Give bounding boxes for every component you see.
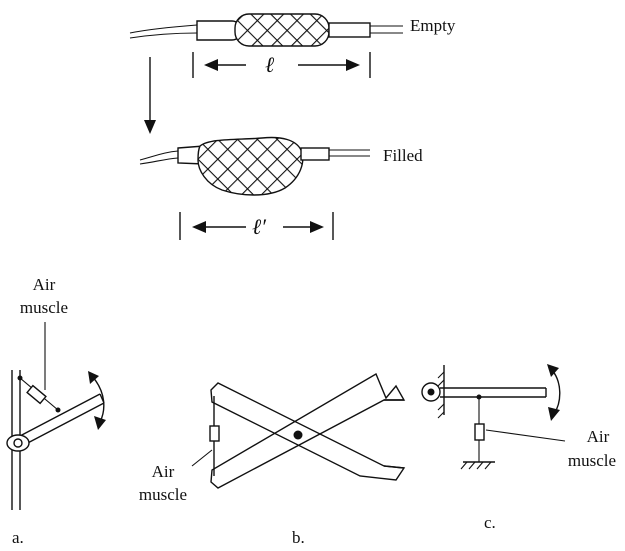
a-muscle-label-line2: muscle — [20, 298, 68, 317]
filled-muscle: Filled ℓ′ — [139, 136, 423, 240]
empty-left-wire-upper — [129, 24, 198, 34]
a-pivot-inner — [13, 438, 23, 448]
filled-body-outline — [197, 136, 304, 196]
empty-right-connector — [328, 22, 371, 38]
c-motion-arrowhead-bottom — [548, 407, 560, 421]
b-muscle-label-line2: muscle — [139, 485, 187, 504]
c-muscle-label-line2: muscle — [568, 451, 616, 470]
empty-label: Empty — [410, 16, 456, 35]
length-prime-right-arrowhead — [310, 221, 324, 233]
b-caption: b. — [292, 528, 305, 547]
c-caption: c. — [484, 513, 496, 532]
c-ground-hatch-4 — [484, 461, 492, 470]
a-muscle-label-line1: Air — [33, 275, 56, 294]
empty-muscle: Empty ℓ — [129, 13, 456, 78]
b-lower-tip — [383, 465, 405, 469]
c-air-muscle — [474, 423, 485, 441]
b-bar-up — [210, 372, 406, 489]
a-lever-edge-lower — [21, 402, 105, 447]
a-motion-arrowhead-top — [88, 371, 99, 384]
length-label: ℓ — [265, 52, 275, 77]
length-prime-left-arrowhead — [192, 221, 206, 233]
b-pivot — [293, 430, 303, 440]
c-wall-hatch-2 — [437, 379, 445, 387]
filled-braided-body — [198, 137, 303, 195]
c-ground-hatch-3 — [476, 461, 484, 470]
c-pivot-inner — [427, 388, 435, 396]
filled-label: Filled — [383, 146, 423, 165]
empty-braided-body — [235, 14, 329, 46]
empty-left-connector — [196, 20, 241, 41]
a-lever-edge-upper — [17, 393, 101, 438]
length-right-arrowhead — [346, 59, 360, 71]
c-motion-arrowhead-top — [547, 364, 559, 377]
c-wall-hatch-1 — [437, 371, 445, 379]
b-leader-line — [191, 449, 213, 467]
length-left-arrowhead — [204, 59, 218, 71]
c-wall-hatch-3 — [437, 403, 445, 411]
a-motion-arrowhead-bottom — [94, 416, 106, 430]
c-motion-arc — [551, 369, 561, 415]
filled-right-connector — [300, 147, 330, 161]
a-air-muscle — [26, 384, 47, 405]
b-muscle-label-line1: Air — [152, 462, 175, 481]
filled-left-wire-upper — [139, 150, 179, 161]
transition-arrowhead — [144, 120, 156, 134]
c-wall-hatch-4 — [437, 411, 445, 419]
length-prime-label: ℓ′ — [252, 214, 267, 239]
c-leader-line — [485, 429, 566, 442]
c-ground-hatch-1 — [460, 461, 468, 470]
filled-left-wire-lower — [139, 157, 179, 165]
a-lower-pin — [55, 407, 61, 413]
figure-c: Air muscle c. — [421, 364, 616, 532]
empty-left-wire-lower — [129, 32, 198, 39]
b-bar-down — [210, 382, 406, 481]
b-air-muscle — [209, 425, 220, 442]
figure-a: Air muscle a. — [6, 275, 106, 547]
c-muscle-label-line1: Air — [587, 427, 610, 446]
figure-b: Air muscle b. — [139, 372, 406, 547]
c-ground-hatch-2 — [468, 461, 476, 470]
a-caption: a. — [12, 528, 24, 547]
a-upper-pin — [17, 375, 23, 381]
transition-arrow — [144, 57, 156, 134]
